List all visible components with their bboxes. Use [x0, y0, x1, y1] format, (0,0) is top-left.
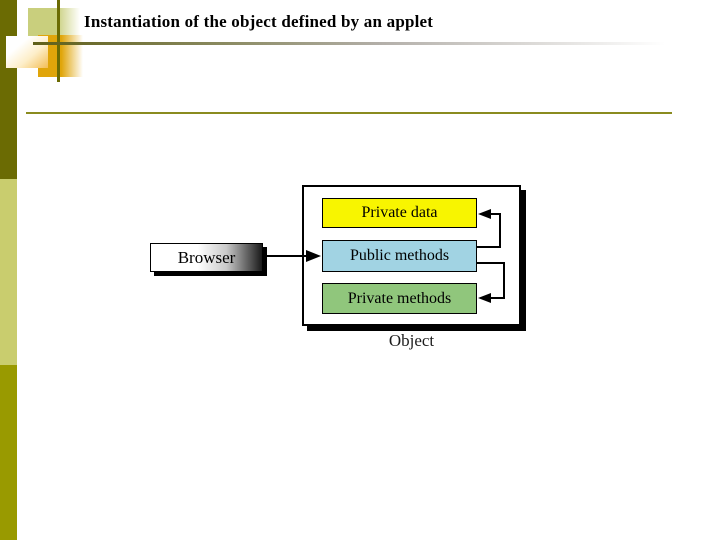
left-bar-segment-dark	[0, 0, 17, 179]
private-methods-box: Private methods	[322, 283, 477, 314]
title-underline	[33, 42, 665, 45]
left-bar-segment-light	[0, 179, 17, 365]
browser-box: Browser	[150, 243, 263, 272]
object-container-box: Private data Public methods Private meth…	[302, 185, 521, 326]
decor-square-green	[28, 8, 80, 38]
public-methods-box: Public methods	[322, 240, 477, 272]
left-bar-segment-olive	[0, 365, 17, 540]
header-vertical-line	[57, 0, 60, 82]
decor-square-pale	[6, 36, 48, 68]
browser-label: Browser	[177, 247, 236, 267]
private-data-label: Private data	[361, 204, 438, 221]
public-methods-label: Public methods	[349, 247, 450, 264]
private-data-box: Private data	[322, 198, 477, 228]
private-methods-label: Private methods	[347, 289, 452, 307]
header-divider-line	[26, 112, 672, 114]
object-caption: Object	[388, 331, 435, 350]
slide-title: Instantiation of the object defined by a…	[84, 12, 434, 31]
